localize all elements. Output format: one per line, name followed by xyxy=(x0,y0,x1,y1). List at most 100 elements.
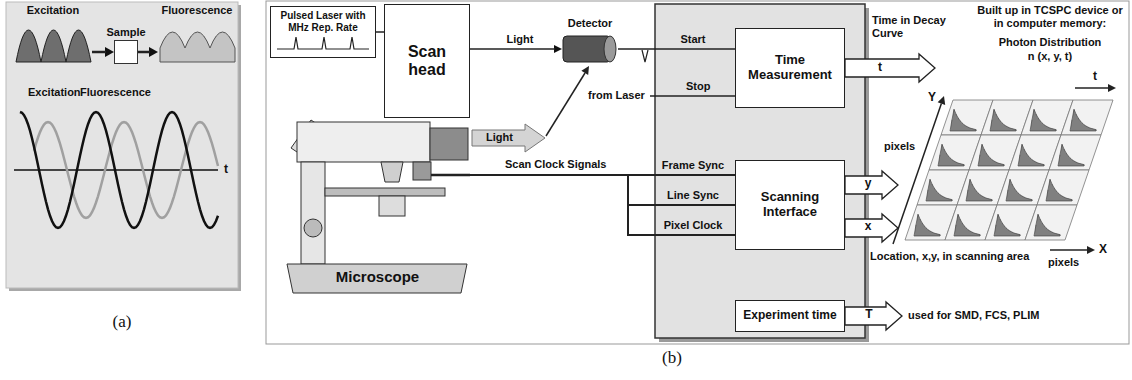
decay-histogram xyxy=(1018,144,1044,166)
node-label: Microscope xyxy=(285,268,470,285)
decay-histogram xyxy=(1030,109,1056,131)
histogram-bars xyxy=(1058,144,1084,166)
note-text: Built up in TCSPC device or in computer … xyxy=(972,4,1128,29)
connector-line xyxy=(470,175,735,205)
signal-name: Light xyxy=(507,33,534,46)
output-label: Location, x,y, in scanning area xyxy=(870,250,1029,263)
panel-caption: (b) xyxy=(662,348,682,368)
decay-histogram xyxy=(994,214,1020,236)
microscope-base xyxy=(287,264,467,293)
axis-label: X xyxy=(1099,243,1107,257)
scan-head-box: Scan head xyxy=(384,4,470,118)
connector-line xyxy=(138,51,150,54)
stop-line xyxy=(650,95,735,97)
wave-label: Fluorescence xyxy=(80,86,151,99)
arrowhead xyxy=(105,47,114,57)
panel-ground xyxy=(6,2,238,288)
note-text: Photon Distribution xyxy=(972,36,1128,49)
histogram-bars xyxy=(1006,179,1032,201)
objective xyxy=(381,162,403,182)
connector xyxy=(618,49,735,50)
arrow-label: y xyxy=(865,177,872,191)
arrowhead xyxy=(1108,84,1116,92)
waveform-fill xyxy=(16,30,91,62)
pixel-cell xyxy=(1049,135,1101,170)
decay-histogram xyxy=(1058,144,1084,166)
histogram-bars xyxy=(990,109,1016,131)
histogram-bars xyxy=(914,214,940,236)
signal-name: Line Sync xyxy=(667,189,719,202)
axis-label: t xyxy=(1093,70,1097,84)
process-box: Time Measurement xyxy=(735,28,845,108)
arrowhead xyxy=(149,47,158,57)
connector-line xyxy=(470,48,555,50)
microscope-figure: Microscope xyxy=(285,118,470,295)
panel-frame xyxy=(266,1,1129,344)
connector xyxy=(376,32,384,33)
light-arrow xyxy=(472,124,545,152)
axis-label: pixels xyxy=(1048,256,1079,269)
connector-line xyxy=(470,175,735,235)
note-text: n (x, y, t) xyxy=(972,50,1128,63)
decay-histogram xyxy=(938,144,964,166)
axis-line xyxy=(1050,249,1088,251)
decay-histogram xyxy=(954,214,980,236)
output-arrow xyxy=(845,214,898,242)
waveform xyxy=(158,20,236,64)
histogram-bars xyxy=(978,144,1004,166)
decay-histogram xyxy=(950,109,976,131)
histogram-bars xyxy=(1030,109,1056,131)
connector xyxy=(470,175,735,235)
start-pulse xyxy=(642,50,648,62)
decay-histogram xyxy=(914,214,940,236)
arrowhead xyxy=(938,96,946,105)
excitation-waveform: Excitation xyxy=(14,4,92,64)
microscope-head xyxy=(297,122,430,162)
wave-label: Excitation xyxy=(28,86,81,99)
axis-label: t xyxy=(224,163,228,177)
waveform-fill xyxy=(160,32,235,62)
signal-name: Frame Sync xyxy=(662,159,724,172)
axis-label: Y xyxy=(928,91,936,105)
signal-name: from Laser xyxy=(588,89,645,102)
detector-window xyxy=(604,36,616,62)
scan-cable xyxy=(431,174,470,177)
connector xyxy=(470,175,735,205)
laser-pulses xyxy=(277,37,369,49)
decay-histogram xyxy=(978,144,1004,166)
photon-grid xyxy=(905,100,1113,240)
output-arrow xyxy=(845,171,898,199)
fluorescence-waveform: Fluorescence xyxy=(158,4,236,64)
arrow-label: T xyxy=(865,308,872,322)
node-label: Scanning Interface xyxy=(742,190,838,220)
signal-name: Pixel Clock xyxy=(664,219,723,232)
arrowhead xyxy=(581,66,589,75)
histogram-bars xyxy=(1018,144,1044,166)
detector-symbol: Detector xyxy=(562,32,618,66)
pixel-cell xyxy=(1025,205,1077,240)
pixel-cell xyxy=(1037,170,1089,205)
pixel-cell xyxy=(1061,100,1113,135)
excitation-wave xyxy=(20,112,218,228)
stage xyxy=(325,188,445,196)
node-label: Detector xyxy=(568,17,613,30)
histogram-bars xyxy=(1046,179,1072,201)
connector-line xyxy=(92,51,106,54)
signal-name: Stop xyxy=(686,80,710,93)
arrowhead xyxy=(554,45,562,53)
connector xyxy=(470,45,562,53)
laser-box: Pulsed Laser with MHz Rep. Rate xyxy=(270,6,376,58)
histogram-bars xyxy=(950,109,976,131)
arrowhead xyxy=(1087,246,1095,254)
signal-name: Start xyxy=(680,33,705,46)
histogram-bars xyxy=(926,179,952,201)
node-label: Excitation xyxy=(14,4,92,17)
microscope-arm xyxy=(301,162,325,264)
arrow-label: x xyxy=(865,220,872,234)
histogram-bars xyxy=(938,144,964,166)
connector-line xyxy=(618,48,735,50)
sample-box: Sample xyxy=(114,40,138,64)
waveform xyxy=(14,20,92,64)
decay-histogram xyxy=(1034,214,1060,236)
